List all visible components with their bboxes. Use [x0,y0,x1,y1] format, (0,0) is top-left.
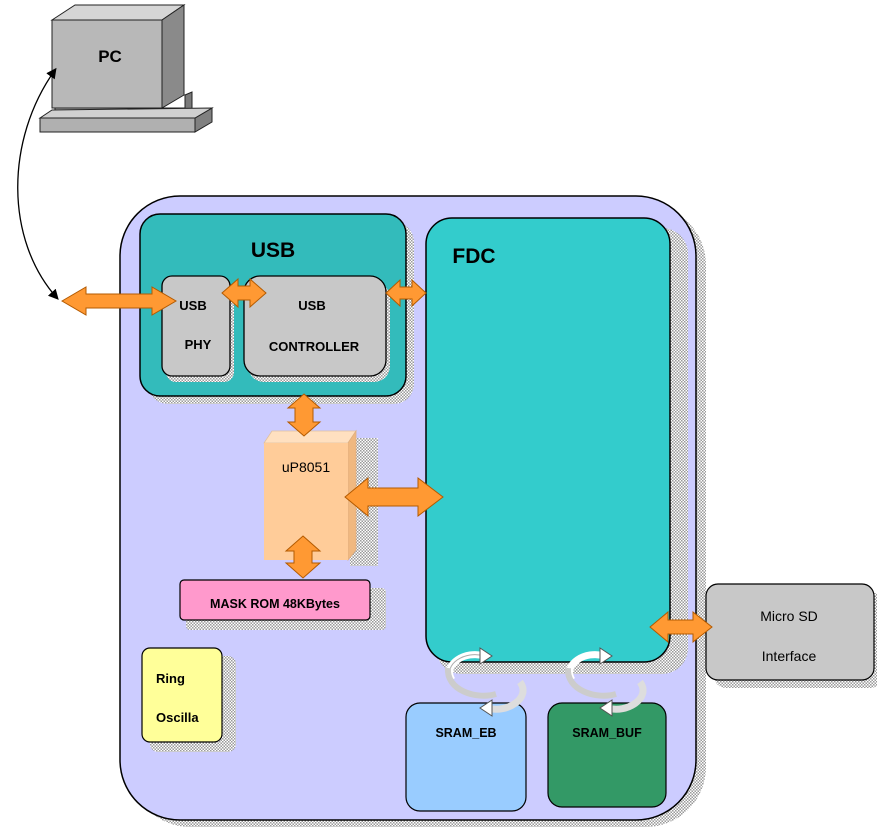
up8051-to-rom-arrow [284,535,322,579]
usb-phy-label-line2: PHY [185,337,212,352]
pc-icon [38,4,214,133]
fdc-to-microsd-arrow [649,610,713,644]
up8051-to-fdc-arrow [344,476,444,518]
fdc-title: FDC [452,245,495,268]
ring-oscillator-label-line1: Ring [156,671,185,686]
up8051-label: uP8051 [282,459,330,475]
sram-eb-block [405,702,527,812]
microsd-label-line2: Interface [762,648,817,664]
pc-label: PC [98,47,122,66]
ring-oscillator-label-line2: Oscilla [156,710,199,725]
microsd-interface-block [705,583,875,681]
usb-to-up8051-arrow [286,393,322,437]
microsd-label-line1: Micro SD [760,608,818,624]
phy-to-controller-arrow [221,277,267,309]
fdc-sram-buf-exchange-arrows [565,647,647,717]
usb-phy-label-line1: USB [179,298,206,313]
usb-controller-label-line2: CONTROLLER [269,339,360,354]
sram-eb-label: SRAM_EB [435,726,496,740]
mask-rom-label: MASK ROM 48KBytes [210,597,340,611]
pc-link-arrow [17,67,59,300]
usb-controller-block [243,275,387,377]
fdc-block [425,217,671,663]
fdc-sram-eb-exchange-arrows [445,647,527,717]
controller-to-fdc-arrow [385,278,427,308]
usb-title: USB [251,239,295,262]
sram-buf-label: SRAM_BUF [572,726,642,740]
pc-to-phy-arrow [61,286,177,316]
mask-rom-block [179,579,371,621]
sram-buf-block [547,702,667,808]
usb-controller-label-line1: USB [298,298,325,313]
usb-phy-block [161,275,231,377]
ring-oscillator-block [141,647,223,743]
